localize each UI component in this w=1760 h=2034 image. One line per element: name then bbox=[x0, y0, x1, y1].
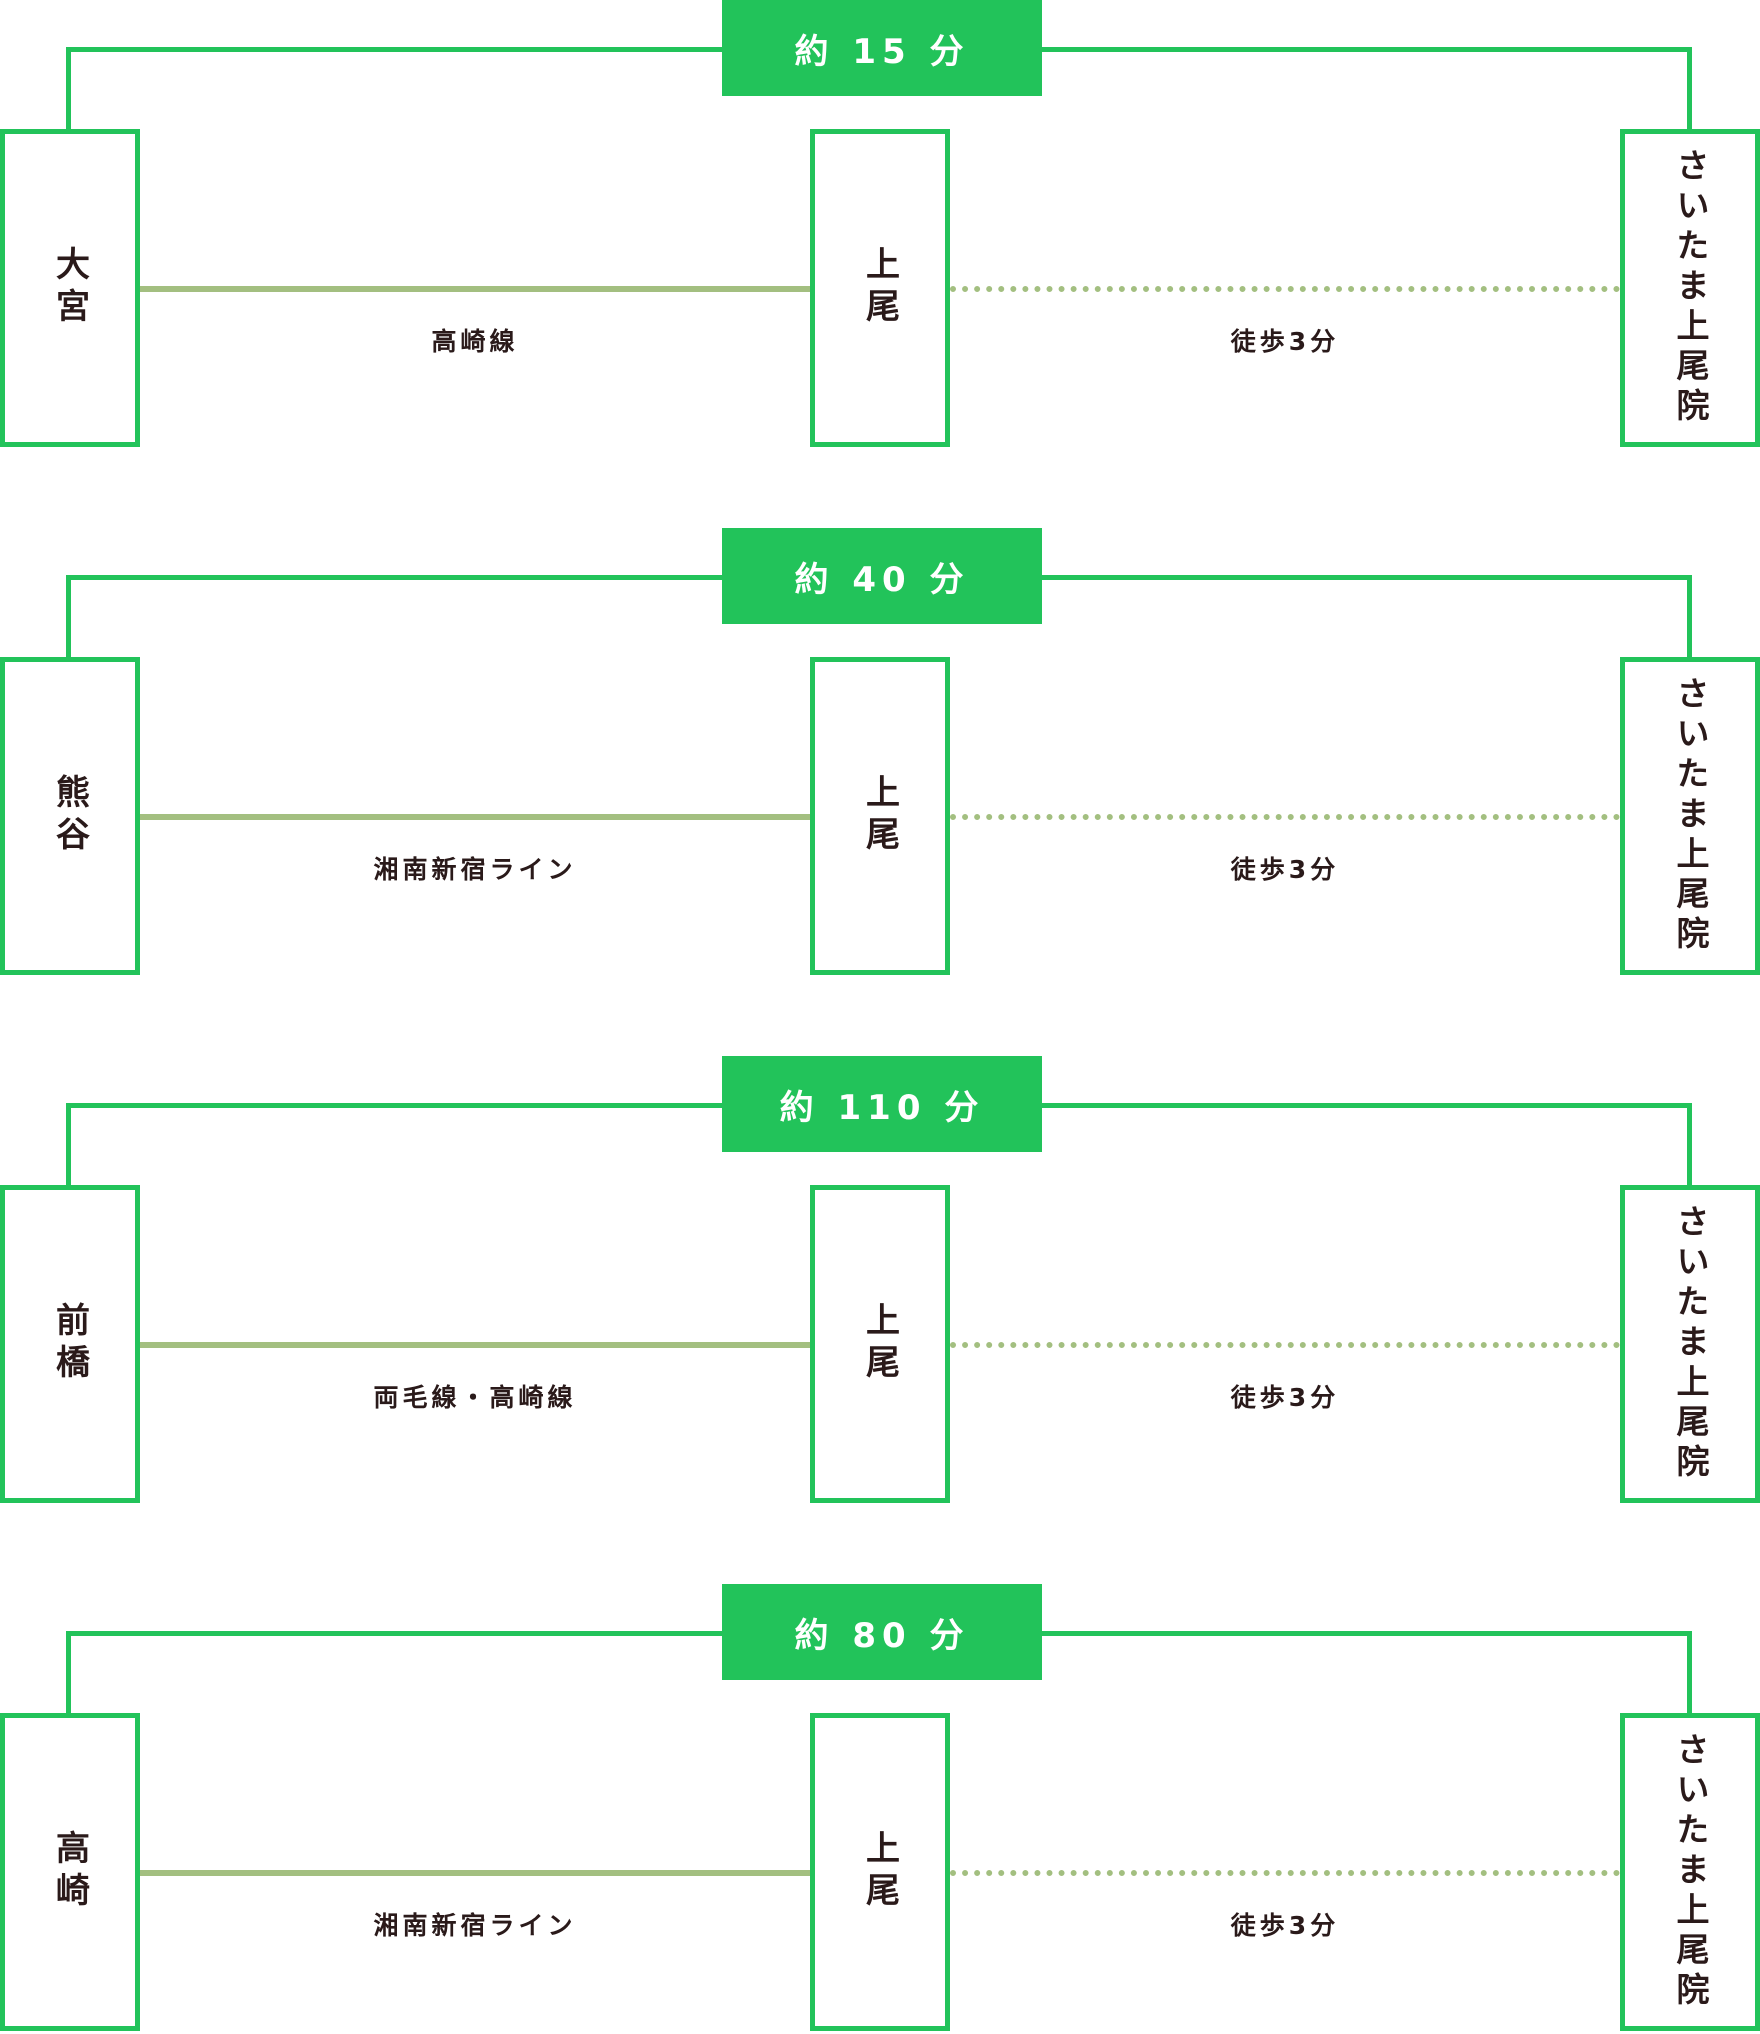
origin-station-name: 熊谷 bbox=[49, 774, 90, 858]
travel-time-badge: 約 110 分 bbox=[722, 1056, 1042, 1152]
destination-name: さいたま上尾院 bbox=[1671, 148, 1710, 428]
train-line-label: 湘南新宿ライン bbox=[373, 855, 577, 884]
walk-connector bbox=[950, 814, 1620, 820]
transfer-station: 上尾 bbox=[810, 1713, 950, 2031]
origin-station: 大宮 bbox=[0, 129, 140, 447]
transfer-station-name: 上尾 bbox=[859, 1302, 900, 1386]
route-omiya: 約 15 分 大宮 高崎線 上尾 徒歩3分 さいたま上尾院 bbox=[0, 0, 1760, 450]
transfer-station-name: 上尾 bbox=[859, 1830, 900, 1914]
train-line-connector bbox=[140, 1870, 810, 1876]
walk-label: 徒歩3分 bbox=[1230, 1383, 1340, 1412]
walk-label: 徒歩3分 bbox=[1230, 855, 1340, 884]
walk-label: 徒歩3分 bbox=[1230, 327, 1340, 356]
walk-connector bbox=[950, 1870, 1620, 1876]
destination-name: さいたま上尾院 bbox=[1671, 1732, 1710, 2012]
travel-time-badge: 約 40 分 bbox=[722, 528, 1042, 624]
origin-station-name: 高崎 bbox=[49, 1830, 90, 1914]
walk-connector bbox=[950, 1342, 1620, 1348]
origin-station: 熊谷 bbox=[0, 657, 140, 975]
destination-name: さいたま上尾院 bbox=[1671, 1204, 1710, 1484]
route-maebashi: 約 110 分 前橋 両毛線・高崎線 上尾 徒歩3分 さいたま上尾院 bbox=[0, 1056, 1760, 1506]
destination-clinic: さいたま上尾院 bbox=[1620, 1713, 1760, 2031]
destination-clinic: さいたま上尾院 bbox=[1620, 657, 1760, 975]
destination-name: さいたま上尾院 bbox=[1671, 676, 1710, 956]
route-kumagaya: 約 40 分 熊谷 湘南新宿ライン 上尾 徒歩3分 さいたま上尾院 bbox=[0, 528, 1760, 978]
origin-station: 前橋 bbox=[0, 1185, 140, 1503]
train-line-connector bbox=[140, 1342, 810, 1348]
route-takasaki: 約 80 分 高崎 湘南新宿ライン 上尾 徒歩3分 さいたま上尾院 bbox=[0, 1584, 1760, 2034]
transfer-station-name: 上尾 bbox=[859, 774, 900, 858]
destination-clinic: さいたま上尾院 bbox=[1620, 129, 1760, 447]
train-line-connector bbox=[140, 286, 810, 292]
origin-station-name: 大宮 bbox=[49, 246, 90, 330]
transfer-station: 上尾 bbox=[810, 1185, 950, 1503]
travel-time-badge: 約 15 分 bbox=[722, 0, 1042, 96]
train-line-label: 湘南新宿ライン bbox=[373, 1911, 577, 1940]
transfer-station: 上尾 bbox=[810, 657, 950, 975]
transfer-station-name: 上尾 bbox=[859, 246, 900, 330]
walk-connector bbox=[950, 286, 1620, 292]
walk-label: 徒歩3分 bbox=[1230, 1911, 1340, 1940]
origin-station-name: 前橋 bbox=[49, 1302, 90, 1386]
train-line-label: 高崎線 bbox=[431, 327, 519, 356]
origin-station: 高崎 bbox=[0, 1713, 140, 2031]
train-line-connector bbox=[140, 814, 810, 820]
train-line-label: 両毛線・高崎線 bbox=[373, 1383, 577, 1412]
destination-clinic: さいたま上尾院 bbox=[1620, 1185, 1760, 1503]
transfer-station: 上尾 bbox=[810, 129, 950, 447]
travel-time-badge: 約 80 分 bbox=[722, 1584, 1042, 1680]
